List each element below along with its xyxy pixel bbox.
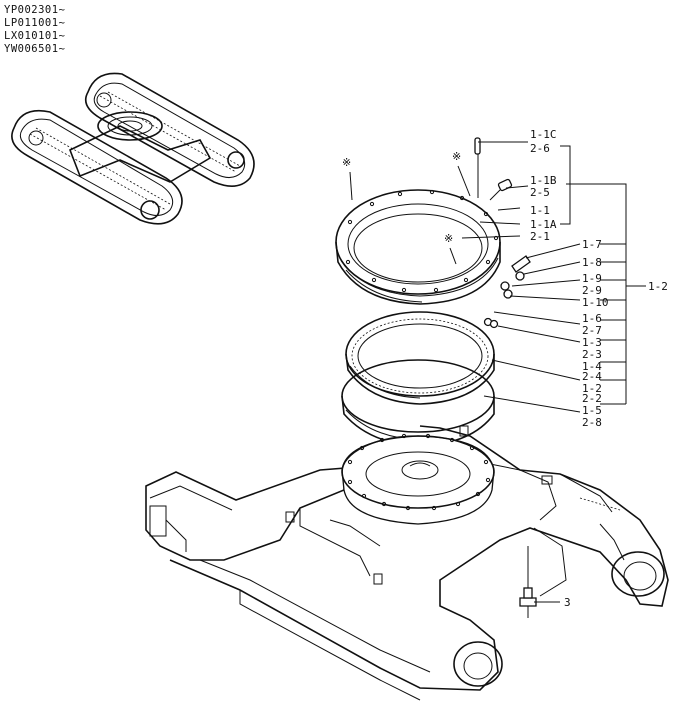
- callout: 2-8: [582, 416, 602, 429]
- swing-bearing-gear-ring: [345, 311, 495, 405]
- callout-group: 1-2: [648, 280, 668, 293]
- swing-bearing-outer-ring: [335, 189, 501, 305]
- callout: 1-1C: [530, 128, 557, 141]
- callout: 1-6: [582, 312, 602, 325]
- callout: 1-2: [582, 382, 602, 395]
- callout: 1-3: [582, 336, 602, 349]
- callout: 1-7: [582, 238, 602, 251]
- callout: 2-6: [530, 142, 550, 155]
- serial-number: LX010101~: [4, 30, 66, 42]
- callout: 2-7: [582, 324, 602, 337]
- callout: 2-4: [582, 370, 602, 383]
- swing-bearing-seal-ring: [341, 359, 495, 447]
- callout: 2-5: [530, 186, 550, 199]
- undercarriage-thumbnail: [11, 72, 255, 225]
- callout: 1-5: [582, 404, 602, 417]
- reference-mark: ※: [342, 156, 351, 169]
- callout: 2-1: [530, 230, 550, 243]
- callout: 1-1: [530, 204, 550, 217]
- serial-number-list: YP002301~ LP011001~ LX010101~ YW006501~: [4, 4, 65, 56]
- callout: 2-9: [582, 284, 602, 297]
- callout: 1-10: [582, 296, 609, 309]
- callout: 1-1B: [530, 174, 557, 187]
- turntable-mount: [341, 433, 495, 525]
- reference-mark: ※: [452, 150, 461, 163]
- lower-frame: [145, 425, 669, 701]
- callout: 1-1A: [530, 218, 557, 231]
- reference-mark: ※: [444, 232, 453, 245]
- reference-marks: ※ ※ ※: [342, 150, 471, 265]
- callout: 1-4: [582, 360, 602, 373]
- callout: 1-9: [582, 272, 602, 285]
- callout-labels: 1-1C 2-6 1-1B 2-5 1-1 1-1A 2-1 1-7 1-8 1…: [530, 128, 668, 609]
- callout: 1-8: [582, 256, 602, 269]
- serial-number: LP011001~: [4, 17, 66, 29]
- serial-number: YW006501~: [4, 43, 66, 55]
- callout: 3: [564, 596, 571, 609]
- serial-number: YP002301~: [4, 4, 66, 16]
- callout: 2-3: [582, 348, 602, 361]
- leader-lines: [461, 141, 646, 603]
- callout: 2-2: [582, 392, 602, 405]
